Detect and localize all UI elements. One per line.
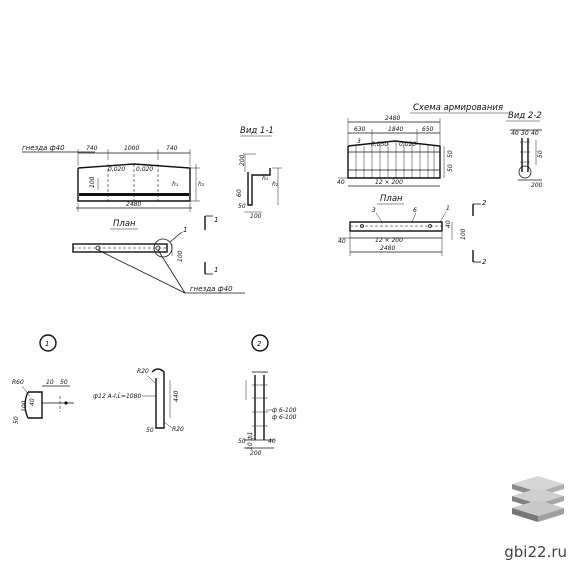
- main-bottom-dim: 2480: [126, 201, 141, 208]
- detail-1-callout-circle: [39, 334, 57, 352]
- reinf-slope-1: 0,050: [371, 141, 388, 148]
- view11-dim-100: 100: [250, 213, 262, 220]
- detail1-dim-40: 40: [29, 398, 36, 406]
- plan-callout-1: 1: [183, 226, 187, 234]
- reinf-top-dim-3: 650: [422, 126, 434, 133]
- plan-title: План: [113, 219, 136, 229]
- rebar-r20-bottom: R20: [172, 426, 184, 433]
- rebar-dim-440: 440: [173, 390, 180, 402]
- detail-2-callout-circle: [251, 334, 269, 352]
- reinforcement-scheme: Схема армирования 2480 630 1840 650 0,05…: [337, 103, 510, 266]
- view22-circle: [518, 165, 532, 179]
- plan-view: План 1 1 1 100 гнезда ф40: [72, 215, 245, 294]
- view22-dim-50: 50: [537, 150, 544, 158]
- stacked-slabs-icon: [512, 476, 564, 522]
- detail2-dim-40: 40: [268, 438, 276, 445]
- main-slope-2: 0,020: [136, 166, 153, 173]
- reinf-plan-dim-total: 2480: [380, 245, 395, 252]
- detail1-r60: R60: [12, 379, 24, 386]
- plan-mark-bottom: 1: [214, 266, 218, 274]
- plan-hole-label: гнезда ф40: [190, 285, 233, 293]
- reinf-plan-marker-3: 3: [372, 207, 376, 214]
- reinf-plan-dim-grid: 12 × 200: [375, 237, 403, 244]
- view11-dim-50: 50: [238, 203, 246, 210]
- reinf-top-dim-2: 1840: [388, 126, 403, 133]
- detail2-stirrup-b: ф 6-100: [272, 414, 297, 421]
- detail1-dim-50: 50: [60, 379, 68, 386]
- plan-dim-100: 100: [177, 250, 184, 262]
- view11-dim-200: 200: [239, 154, 246, 166]
- main-top-dim-2: 1000: [124, 145, 139, 152]
- reinf-marker-3: 3: [357, 138, 361, 145]
- view11-dim-60: 60: [236, 189, 243, 197]
- detail-1-callout: 1: [45, 340, 49, 348]
- detail-2-callout: 2: [257, 340, 262, 348]
- reinf-section-mark-top: 2: [482, 199, 487, 207]
- main-side-view: гнезда ф40 740 1000 740 0,020 0,020 h₁ h…: [22, 144, 205, 212]
- rebar-dim-50: 50: [146, 427, 154, 434]
- rebar-spec: ф12 А-Ⅰ,Ĺ=1080: [93, 393, 141, 400]
- view22-dim-200: 200: [531, 182, 543, 189]
- detail-1: 1 R60 10 50 50 100 40: [12, 334, 74, 424]
- detail-2: 2 ф 6-100 ф 6-100 10 ф1 50 200 40: [238, 334, 297, 457]
- view11-h1: h₁: [262, 175, 269, 182]
- main-slope-1: 0,020: [108, 166, 125, 173]
- detail2-bar: 10 ф1: [247, 432, 254, 451]
- view-1-1-title: Вид 1-1: [240, 126, 274, 136]
- watermark-text: gbi22.ru: [504, 543, 567, 561]
- reinf-side-dim-50b: 50: [447, 164, 454, 172]
- view22-dim-40a: 40: [511, 130, 519, 137]
- reinf-section-mark-bottom: 2: [482, 258, 487, 266]
- reinf-plan-title: План: [380, 194, 403, 204]
- detail2-dim-200: 200: [250, 450, 262, 457]
- reinf-plan-dim-100: 100: [460, 228, 467, 240]
- reinf-plan-dim-40b: 40: [445, 220, 452, 228]
- detail-rebar: R20 ф12 А-Ⅰ,Ĺ=1080 440 50 R20: [93, 368, 184, 434]
- reinf-title: Схема армирования: [413, 103, 503, 113]
- reinf-plan-dim-40: 40: [338, 238, 346, 245]
- main-top-dim-1: 740: [86, 145, 98, 152]
- reinf-slope-2: 0,020: [399, 141, 416, 148]
- reinf-bottom-dim: 12 × 200: [375, 179, 403, 186]
- view-1-1: Вид 1-1 200 h₁ h₂ 60 50 100: [236, 126, 282, 220]
- view-2-2: Вид 2-2 40 30 40 50 200: [506, 111, 544, 189]
- view11-h2: h₂: [272, 181, 279, 188]
- main-h1: h₁: [172, 181, 179, 188]
- reinf-side-dim-40: 40: [337, 179, 345, 186]
- reinf-plan-marker-1: 1: [446, 205, 450, 212]
- rebar-band: [79, 193, 189, 196]
- main-h2: h₂: [198, 181, 205, 188]
- detail1-dim-50b: 50: [13, 416, 20, 424]
- view22-dim-30: 30: [521, 130, 529, 137]
- rebar-r20-top: R20: [137, 368, 149, 375]
- detail1-dim-10: 10: [46, 379, 54, 386]
- view-2-2-title: Вид 2-2: [508, 111, 542, 121]
- detail1-dim-100: 100: [21, 400, 28, 412]
- view22-dim-40b: 40: [531, 130, 539, 137]
- detail2-stirrup-a: ф 6-100: [272, 407, 297, 414]
- plan-mark-top: 1: [214, 216, 218, 224]
- hole-label-top: гнезда ф40: [22, 144, 65, 152]
- reinf-side-dim-50a: 50: [447, 150, 454, 158]
- reinf-plan-marker-6: 6: [413, 207, 417, 214]
- detail2-dim-50: 50: [238, 438, 246, 445]
- main-top-dim-3: 740: [166, 145, 178, 152]
- main-left-dim: 100: [89, 176, 96, 188]
- reinf-top-dim-1: 630: [354, 126, 366, 133]
- reinf-top-dim-total: 2480: [385, 115, 400, 122]
